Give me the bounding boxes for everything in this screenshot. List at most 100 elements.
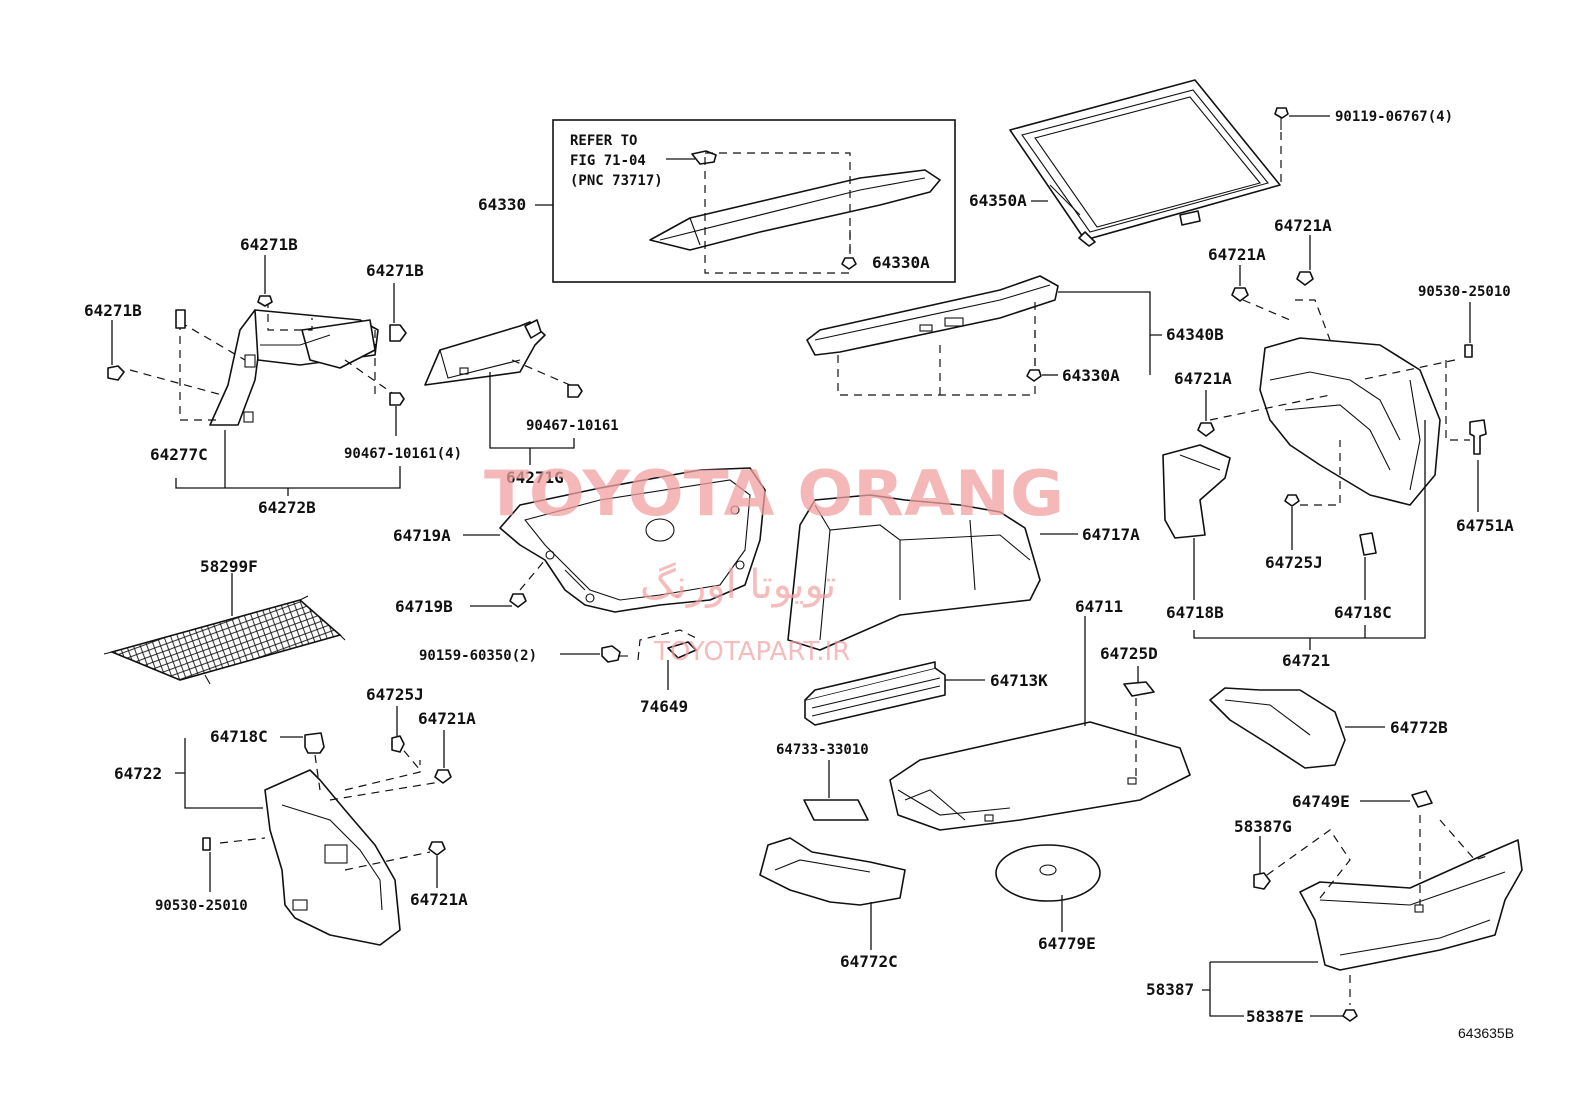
part-64722 [219, 732, 441, 946]
refer-to-text: REFER TO [570, 133, 637, 149]
clip-part [691, 150, 717, 165]
label-90119-06767: 90119-06767(4) [1335, 109, 1453, 125]
label-64330A-b: 64330A [1062, 366, 1120, 385]
label-64721A-b: 64721A [1274, 216, 1332, 235]
label-90467-10161: 90467-10161 [526, 418, 619, 434]
label-64721A-c: 64721A [1174, 369, 1232, 388]
label-64772B: 64772B [1390, 718, 1448, 737]
clip-90530-a [1464, 344, 1473, 358]
pnc-ref-text: (PNC 73717) [570, 173, 663, 189]
label-64749E: 64749E [1292, 792, 1350, 811]
part-64713K [804, 661, 946, 726]
clip-58387G [1253, 872, 1271, 890]
label-64719B: 64719B [395, 597, 453, 616]
label-64722: 64722 [114, 764, 162, 783]
part-64717A [787, 494, 1041, 651]
clip-90530-b [202, 837, 211, 851]
watermark-brand: TOYOTA ORANG [484, 457, 1064, 530]
part-64718C-a [1359, 532, 1377, 556]
clip-64721A-e [428, 841, 446, 856]
clip-64271B-a [257, 295, 273, 307]
part-64340B [806, 275, 1059, 396]
clip-64271B-c [175, 309, 186, 329]
watermark-persian: تویوتا اورنگ [640, 562, 836, 608]
clip-90467 [567, 384, 583, 398]
label-64277C: 64277C [150, 445, 208, 464]
part-64271G [424, 319, 571, 386]
label-64271B-c: 64271B [84, 301, 142, 320]
clip-64721A-d [434, 769, 452, 784]
label-64717A: 64717A [1082, 525, 1140, 544]
fig-ref-text: FIG 71-04 [570, 153, 646, 169]
clip-64330A-a [841, 257, 857, 270]
label-90467-10161-4: 90467-10161(4) [344, 446, 462, 462]
label-64751A: 64751A [1456, 516, 1514, 535]
label-64718B: 64718B [1166, 603, 1224, 622]
part-64350A [1009, 79, 1281, 247]
label-64718C-a: 64718C [1334, 603, 1392, 622]
label-64779E: 64779E [1038, 934, 1096, 953]
package-tray-panel [649, 169, 941, 251]
clip-64330A-b [1026, 369, 1042, 382]
clip-64721A-c [1197, 422, 1215, 437]
part-64779E [995, 844, 1101, 902]
label-64330A-a: 64330A [872, 253, 930, 272]
part-64277C-bracket [129, 300, 396, 426]
label-64733-33010: 64733-33010 [776, 742, 869, 758]
part-64719A [499, 467, 766, 613]
clip-64749E [1411, 790, 1433, 808]
label-64271G: 64271G [506, 468, 564, 487]
part-74649 [667, 641, 697, 659]
clip-64721A-b [1296, 271, 1314, 286]
label-58299F: 58299F [200, 557, 258, 576]
bolt-90159 [601, 645, 621, 663]
clip-64725D [1123, 681, 1155, 697]
part-64751A [1469, 419, 1487, 455]
label-64725D: 64725D [1100, 644, 1158, 663]
clip-90467-4 [389, 392, 405, 406]
part-64711 [889, 721, 1191, 831]
label-64772C: 64772C [840, 952, 898, 971]
label-64271B-b: 64271B [366, 261, 424, 280]
label-64330: 64330 [478, 195, 526, 214]
label-64350A: 64350A [969, 191, 1027, 210]
label-64272B: 64272B [258, 498, 316, 517]
clip-64271B-b [389, 324, 407, 342]
screw-90119 [1274, 107, 1289, 119]
part-64733-pad [803, 799, 869, 821]
part-64721-assembly [1162, 299, 1487, 556]
label-64718C-b: 64718C [210, 727, 268, 746]
label-90530-25010-b: 90530-25010 [155, 898, 248, 914]
clip-64721A-a [1231, 287, 1249, 302]
watermark-site: TOYOTAPART.IR [653, 637, 850, 667]
part-64772C [759, 837, 906, 906]
label-64713K: 64713K [990, 671, 1048, 690]
label-64721A-a: 64721A [1208, 245, 1266, 264]
label-64719A: 64719A [393, 526, 451, 545]
label-64721A-d: 64721A [418, 709, 476, 728]
label-64340B: 64340B [1166, 325, 1224, 344]
label-90530-25010-a: 90530-25010 [1418, 284, 1511, 300]
part-58387 [1259, 815, 1523, 1005]
clip-64271B-left [107, 365, 125, 381]
label-58387E: 58387E [1246, 1007, 1304, 1026]
part-64772B [1209, 687, 1346, 769]
label-64271B-a: 64271B [240, 235, 298, 254]
label-64725J-b: 64725J [366, 685, 424, 704]
part-64718C-b [304, 732, 325, 754]
clip-58387E [1342, 1009, 1358, 1022]
clip-64725J-b [391, 735, 405, 753]
label-64721A-e: 64721A [410, 890, 468, 909]
refer-box-64330: REFER TO FIG 71-04 (PNC 73717) 64330A [552, 119, 956, 283]
label-58387: 58387 [1146, 980, 1194, 999]
label-90159-60350: 90159-60350(2) [419, 648, 537, 664]
label-58387G: 58387G [1234, 817, 1292, 836]
label-64721: 64721 [1282, 651, 1330, 670]
label-74649: 74649 [640, 697, 688, 716]
part-58299F-net [103, 595, 346, 685]
label-64711: 64711 [1075, 597, 1123, 616]
clip-64725J-a [1284, 494, 1300, 507]
figure-code: 643635B [1458, 1025, 1514, 1041]
clip-64719B [509, 593, 527, 608]
